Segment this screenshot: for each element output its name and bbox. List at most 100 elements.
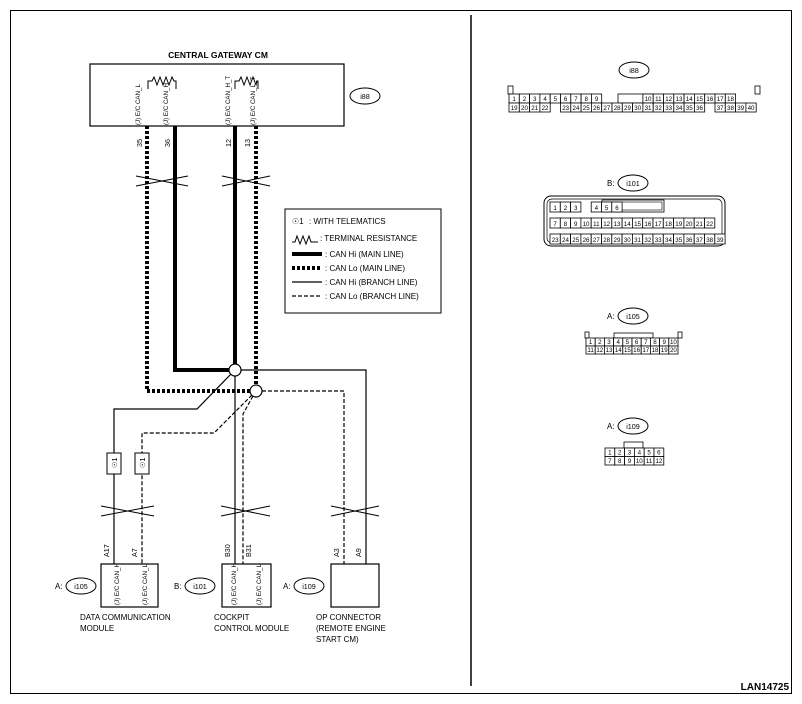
connector-pin-number: 30: [624, 237, 631, 244]
connector-pin-cell: [668, 345, 679, 355]
connector-badge: [293, 577, 325, 595]
connector-pin-number: 19: [661, 347, 668, 354]
connector-pin-number: 11: [655, 96, 662, 103]
connector-pin-number: 21: [531, 105, 538, 112]
connector-badge-label: i109: [626, 422, 640, 431]
connector-pin-number: 27: [603, 105, 610, 112]
connector-pin-number: 29: [624, 105, 631, 112]
connector-pin-number: 28: [603, 237, 610, 244]
connector-pin-number: 16: [644, 221, 651, 228]
connector-pin-number: 13: [606, 347, 613, 354]
connector-pin-number: 13: [614, 221, 621, 228]
connector-pin-number: 32: [644, 237, 651, 244]
connector-badge: [617, 174, 649, 192]
connector-pin-number: 11: [593, 221, 600, 228]
connector-pin-number: 6: [657, 450, 661, 457]
connector-pin-number: 8: [618, 458, 622, 465]
connector-pin-number: 31: [645, 105, 652, 112]
twist-mark: [100, 505, 155, 517]
connector-pin-number: 17: [642, 347, 649, 354]
connector-pin-number: 34: [665, 237, 672, 244]
connector-pin-number: 10: [645, 96, 652, 103]
connector-pin-number: 14: [686, 96, 693, 103]
pin-number: A7: [130, 548, 139, 557]
connector-pin-number: 11: [646, 458, 653, 465]
connector-pin-number: 15: [634, 221, 641, 228]
legend-text: : CAN Hi (MAIN LINE): [325, 250, 404, 259]
connector-pin-number: 39: [737, 105, 744, 112]
connector-pin-number: 23: [552, 237, 559, 244]
can-hi-branch-line: [113, 373, 232, 566]
connector-pin-number: 31: [634, 237, 641, 244]
connector-pin-number: 33: [665, 105, 672, 112]
connector-pin-number: 2: [564, 205, 568, 212]
connector-pin-number: 26: [583, 237, 590, 244]
pin-number: B30: [223, 544, 232, 557]
module-name: START CM): [316, 635, 359, 644]
connector-pin-number: 11: [587, 347, 594, 354]
connector-key-tab: [623, 441, 644, 449]
connector-pin-number: 8: [585, 96, 589, 103]
connector-pin-number: 32: [655, 105, 662, 112]
legend-text: : CAN Lo (MAIN LINE): [325, 264, 405, 273]
connector-key-tab: [507, 85, 514, 95]
connector-badge-label: i109: [302, 582, 316, 591]
connector-pin-number: 22: [706, 221, 713, 228]
legend-text: : TERMINAL RESISTANCE: [320, 234, 417, 243]
connector-badge: [617, 307, 649, 325]
connector-pin-number: 10: [636, 458, 643, 465]
module-name: CONTROL MODULE: [214, 624, 289, 633]
connector-pin-number: 37: [696, 237, 703, 244]
connector-pin-number: 18: [665, 221, 672, 228]
connector-badge: [618, 61, 650, 79]
gateway-signal-label: (J) E/C CAN_L_T: [250, 77, 257, 125]
connector-key-tab: [584, 331, 590, 339]
connector-pin-number: 12: [655, 458, 662, 465]
connector-pin-number: 9: [595, 96, 599, 103]
connector-badge-label: i105: [626, 312, 640, 321]
connector-pin-number: 20: [521, 105, 528, 112]
connector-pin-number: 18: [652, 347, 659, 354]
telematics-option-box: [134, 452, 150, 475]
pin-number: B31: [244, 544, 253, 557]
connector-pin-number: 19: [675, 221, 682, 228]
connector-pin-number: 17: [717, 96, 724, 103]
connector-pin-number: 12: [596, 347, 603, 354]
twist-mark: [221, 175, 271, 187]
pin-number: A9: [354, 548, 363, 557]
resistor-icon: [292, 234, 318, 246]
connector-pin-number: 5: [554, 96, 558, 103]
connector-pin-number: 4: [638, 450, 642, 457]
connector-view-prefix: A:: [607, 312, 615, 321]
connector-pin-number: 37: [717, 105, 724, 112]
connector-pin-number: 4: [595, 205, 599, 212]
connector-pin-number: 33: [655, 237, 662, 244]
connector-pin-number: 38: [706, 237, 713, 244]
gateway-title: CENTRAL GATEWAY CM: [168, 50, 268, 60]
connector-pin-cell: [704, 217, 716, 229]
connector-badge: [65, 577, 97, 595]
connector-pin-number: 1: [553, 205, 557, 212]
resistor-icon: [147, 75, 177, 89]
connector-pin-number: 15: [696, 96, 703, 103]
module-name: OP CONNECTOR: [316, 613, 381, 622]
telematics-option-box: [106, 452, 122, 475]
connector-pin-number: 2: [598, 339, 602, 346]
connector-badge: [617, 417, 649, 435]
connector-pin-number: 6: [635, 339, 639, 346]
pin-number: 36: [163, 139, 172, 147]
connector-pin-number: 3: [628, 450, 632, 457]
connector-pin-number: 24: [562, 237, 569, 244]
connector-pin-number: 4: [616, 339, 620, 346]
gateway-signal-label: (J) E/C CAN_H: [163, 83, 170, 125]
connector-pin-number: 18: [727, 96, 734, 103]
module-signal-label: (J) E/C CAN_H: [114, 563, 121, 605]
connector-pin-number: 14: [624, 221, 631, 228]
connector-pin-number: 16: [633, 347, 640, 354]
module-box-cockpit: [221, 563, 272, 608]
connector-pin-cell: [570, 201, 582, 213]
connector-pin-number: 1: [589, 339, 593, 346]
